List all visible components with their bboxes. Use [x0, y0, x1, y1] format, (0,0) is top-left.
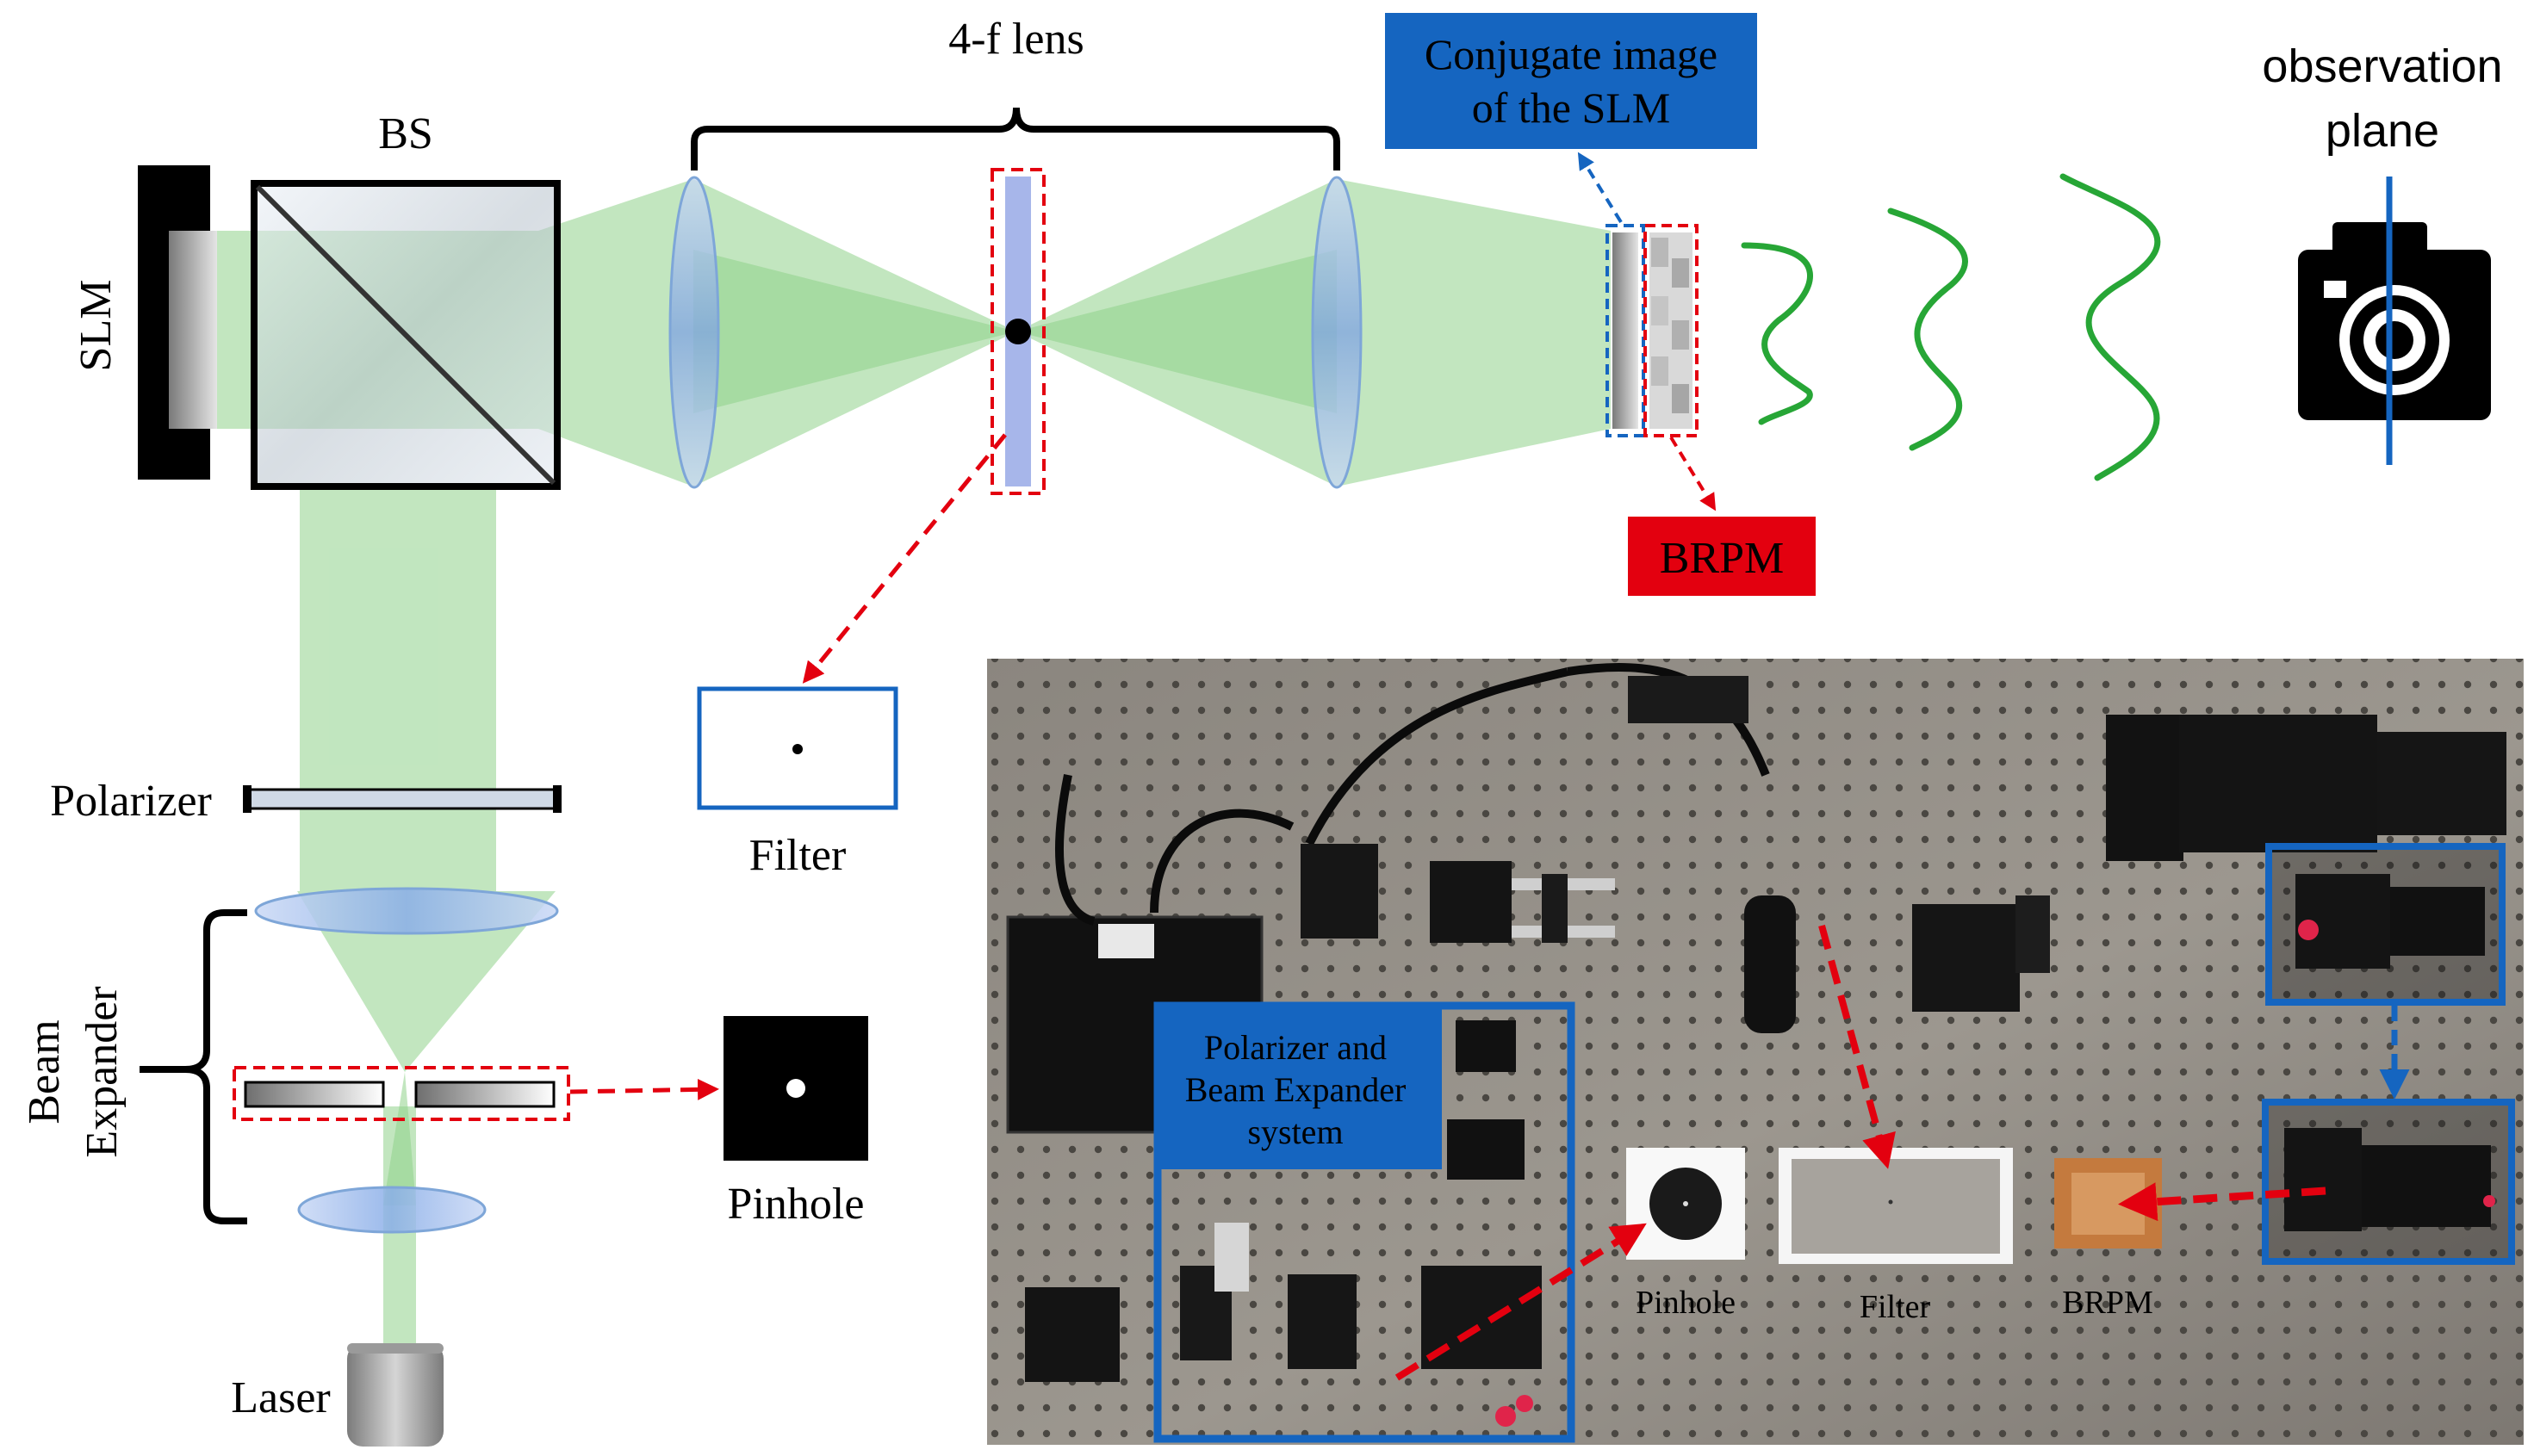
filter-label: Filter — [749, 831, 847, 880]
observation-label-line2: plane — [2326, 105, 2439, 157]
brpm-highlight-box — [1643, 224, 1699, 437]
photo-filter-label: Filter — [1860, 1289, 1931, 1325]
pinhole-highlight-box — [233, 1066, 570, 1121]
polarizer-label: Polarizer — [50, 777, 212, 826]
conjugate-label-line1: Conjugate image — [1425, 30, 1717, 78]
lens-1 — [668, 176, 720, 489]
beam-splitter — [251, 180, 561, 490]
expander-lens-top — [254, 887, 559, 935]
brpm-arrow — [1669, 436, 1717, 511]
filter-highlight-box — [991, 168, 1046, 495]
photo-pinhole-label: Pinhole — [1636, 1285, 1736, 1321]
beam-expander-label-line2: Expander — [78, 986, 127, 1157]
brpm-label: BRPM — [1660, 534, 1785, 583]
filter-inset-dot — [792, 744, 803, 754]
pinhole-zoom-arrow — [569, 1078, 719, 1100]
photo-system-label-line3: system — [1247, 1112, 1343, 1151]
filter-zoom-arrow — [802, 433, 1007, 684]
photo-brpm-arrow — [2118, 1182, 2326, 1222]
lens-2 — [1311, 176, 1363, 489]
pinhole-label: Pinhole — [728, 1180, 865, 1229]
brpm-label-box — [1628, 517, 1816, 596]
conjugate-label-line2: of the SLM — [1472, 84, 1671, 132]
laser-source — [347, 1343, 444, 1447]
pinhole-inset-dot — [786, 1079, 805, 1098]
expander-lens-bottom — [297, 1186, 487, 1234]
filter-stop-dot — [1005, 319, 1031, 344]
bs-label: BS — [378, 109, 433, 158]
beam-expander-label-line1: Beam — [20, 1019, 69, 1124]
conjugate-slm-image — [1612, 232, 1638, 429]
slm-label: SLM — [71, 280, 121, 372]
slm-device — [138, 165, 217, 480]
polarizer — [243, 785, 562, 813]
conjugate-label-box — [1385, 13, 1757, 149]
camera-icon — [2298, 222, 2491, 420]
photo-system-label-line2: Beam Expander — [1185, 1070, 1407, 1109]
experimental-setup-photo: Polarizer and Beam Expander system Pinho… — [987, 659, 2524, 1445]
pinhole-aperture — [244, 1081, 556, 1108]
photo-filter-arrow — [1818, 924, 1896, 1169]
brpm-plate — [1649, 232, 1692, 429]
photo-system-label-box — [1158, 1006, 1442, 1169]
photo-brpm-label: BRPM — [2062, 1285, 2153, 1321]
observation-label-line1: observation — [2262, 40, 2502, 92]
beam-expander-bracket — [140, 909, 247, 1224]
conjugate-arrow — [1577, 152, 1623, 224]
photo-pinhole-arrow — [1394, 1223, 1647, 1381]
wavefronts — [1741, 173, 2161, 481]
photo-system-label-line1: Polarizer and — [1204, 1028, 1387, 1067]
laser-label: Laser — [231, 1373, 330, 1422]
four-f-bracket — [691, 107, 1340, 170]
four-f-label: 4-f lens — [948, 15, 1084, 64]
